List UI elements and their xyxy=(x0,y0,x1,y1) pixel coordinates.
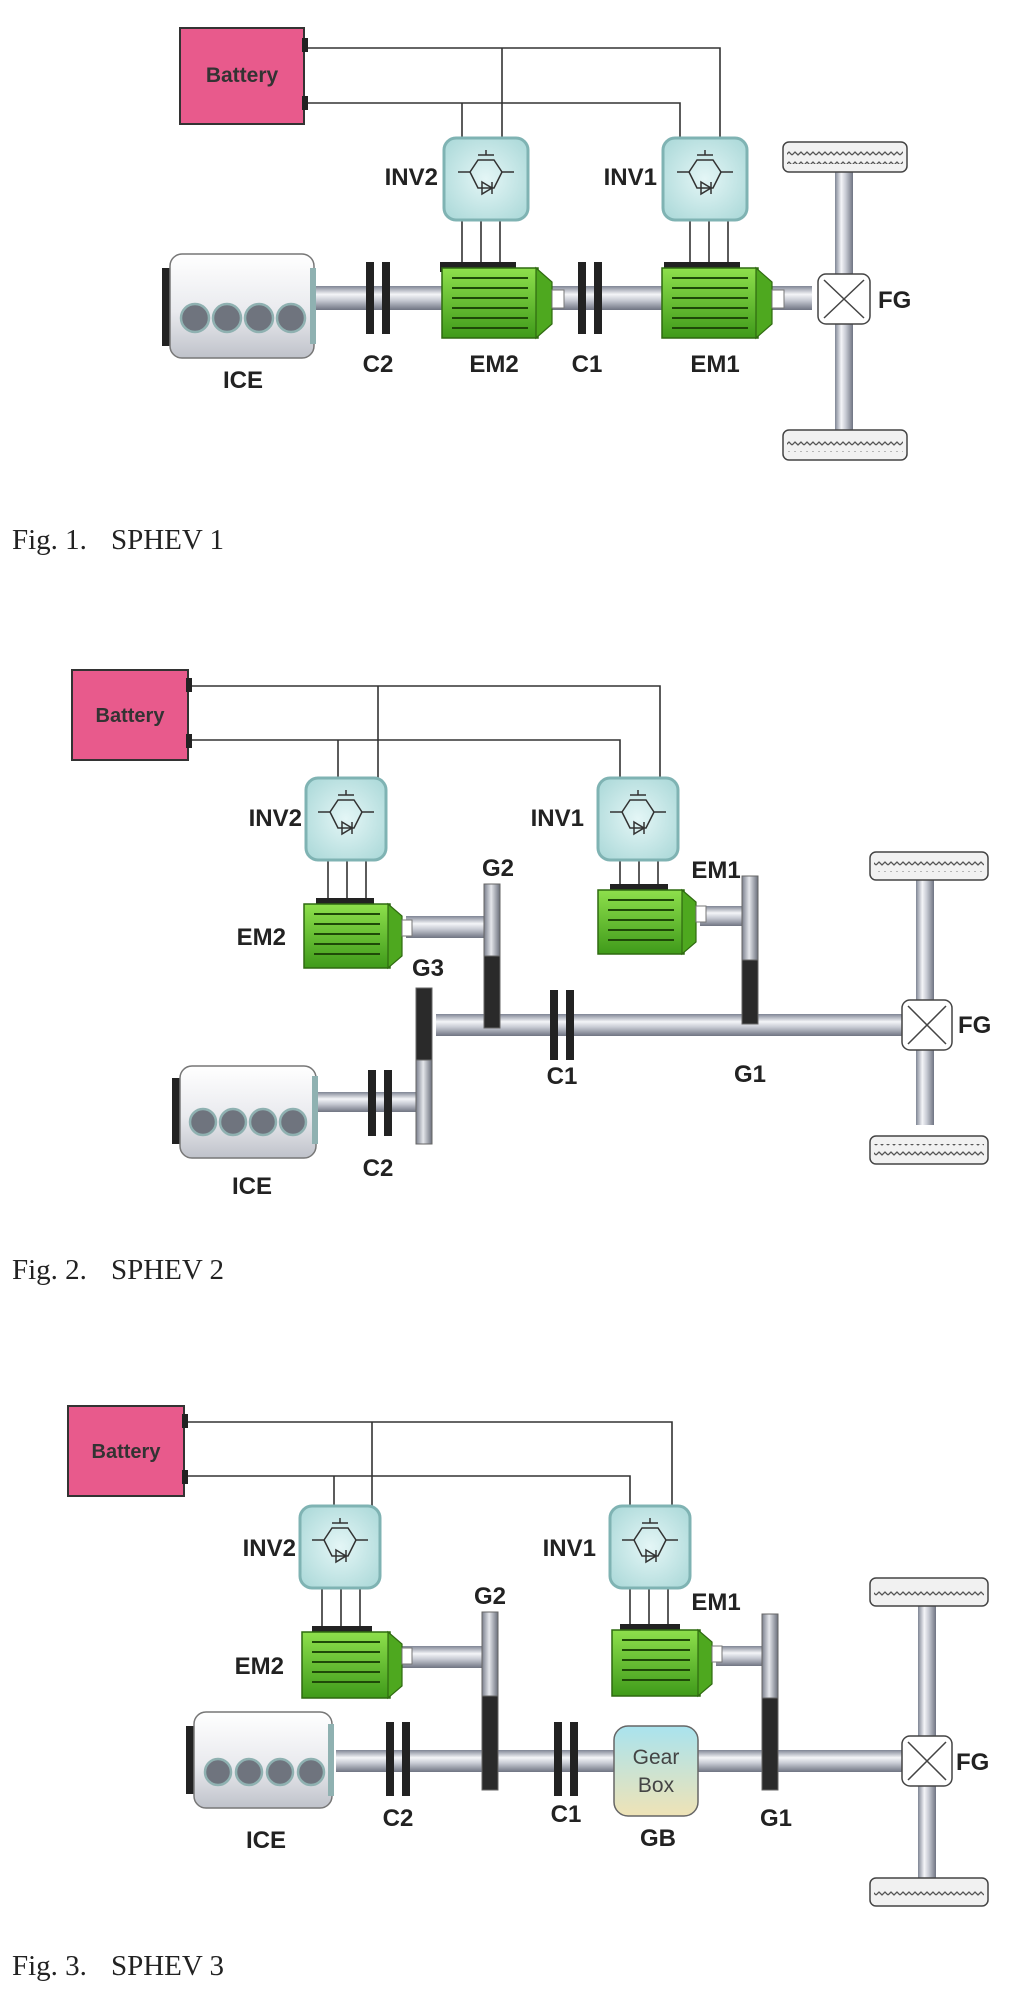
fg-label: FG xyxy=(958,1012,991,1039)
clutch-c2 xyxy=(386,1722,410,1796)
ice-label: ICE xyxy=(232,1173,272,1200)
gear-g2-upper xyxy=(483,883,501,957)
inv1-label: INV1 xyxy=(604,164,657,191)
ice-shaft xyxy=(318,1092,416,1112)
g1-label: G1 xyxy=(734,1061,766,1088)
em2-shaft xyxy=(406,916,488,938)
ice-label: ICE xyxy=(246,1827,286,1854)
final-gear xyxy=(817,273,871,325)
engine-ice xyxy=(186,1711,334,1809)
battery-label: Battery xyxy=(92,1441,162,1463)
figure-1-diagram: Battery INV2 INV1 xyxy=(162,27,911,461)
inverter-inv2 xyxy=(304,776,388,862)
battery: Battery xyxy=(71,669,192,761)
clutch-c2 xyxy=(368,1070,392,1136)
gear-g1-lower xyxy=(761,1697,779,1791)
ice-label: ICE xyxy=(223,367,263,394)
figure-3: Battery INV2 INV1 xyxy=(0,1390,1018,1930)
wiring xyxy=(304,47,729,262)
em1-shaft xyxy=(716,1646,768,1666)
em1-label: EM1 xyxy=(691,1589,740,1616)
motor-em1 xyxy=(597,884,707,956)
gear-g1-upper xyxy=(741,875,759,961)
figure-3-caption-title: SPHEV 3 xyxy=(110,1950,225,1982)
motor-em2 xyxy=(301,1626,413,1700)
gear-g1-upper xyxy=(761,1613,779,1699)
main-shaft xyxy=(436,1014,906,1036)
final-gear xyxy=(901,1735,953,1787)
motor-em2 xyxy=(303,898,413,970)
inv2-label: INV2 xyxy=(385,164,438,191)
engine-ice xyxy=(162,253,316,359)
c2-label: C2 xyxy=(363,1155,394,1182)
wiring xyxy=(186,685,661,900)
inv1-label: INV1 xyxy=(531,805,584,832)
final-gear xyxy=(901,999,953,1051)
g3-label: G3 xyxy=(412,955,444,982)
inverter-inv2 xyxy=(298,1504,382,1590)
figure-2-caption: Fig. 2. SPHEV 2 xyxy=(12,1254,248,1287)
em2-shaft xyxy=(402,1646,486,1668)
em2-label: EM2 xyxy=(235,1653,284,1680)
battery-label: Battery xyxy=(206,64,279,87)
gear-g2-lower xyxy=(483,955,501,1029)
motor-em1 xyxy=(611,1624,723,1698)
battery-label: Battery xyxy=(96,705,166,727)
figure-2-diagram: Battery INV2 INV1 xyxy=(71,669,991,1200)
em1-shaft xyxy=(700,906,746,926)
wiring xyxy=(184,1421,673,1628)
gear-g1-lower xyxy=(741,959,759,1025)
clutch-c1 xyxy=(550,990,574,1060)
inverter-inv1 xyxy=(596,776,680,862)
em1-label: EM1 xyxy=(690,351,739,378)
figure-1: Battery INV2 INV1 xyxy=(0,0,1018,470)
figure-1-caption-title: SPHEV 1 xyxy=(110,524,225,556)
battery: Battery xyxy=(67,1405,188,1497)
gearbox-text-line1: Gear xyxy=(633,1746,680,1769)
g2-label: G2 xyxy=(482,855,514,882)
gear-g3-lower xyxy=(415,1059,433,1145)
gb-label: GB xyxy=(640,1825,676,1852)
figure-2-caption-title: SPHEV 2 xyxy=(110,1254,225,1286)
figure-3-diagram: Battery INV2 INV1 xyxy=(67,1405,989,1907)
em2-label: EM2 xyxy=(237,924,286,951)
inv1-label: INV1 xyxy=(543,1535,596,1562)
clutch-c1 xyxy=(578,262,602,334)
figure-3-caption-num: Fig. 3. xyxy=(12,1950,87,1982)
figure-2-caption-num: Fig. 2. xyxy=(12,1254,87,1286)
fg-label: FG xyxy=(956,1749,989,1776)
figure-2: Battery INV2 INV1 xyxy=(0,650,1018,1220)
c1-label: C1 xyxy=(551,1801,582,1828)
inv2-label: INV2 xyxy=(249,805,302,832)
clutch-c2 xyxy=(366,262,390,334)
inv2-label: INV2 xyxy=(243,1535,296,1562)
figure-3-caption: Fig. 3. SPHEV 3 xyxy=(12,1950,248,1983)
inverter-inv1 xyxy=(608,1504,692,1590)
gear-g2-upper xyxy=(481,1611,499,1697)
engine-ice xyxy=(172,1065,318,1159)
fg-label: FG xyxy=(878,287,911,314)
battery: Battery xyxy=(179,27,308,125)
clutch-c1 xyxy=(554,1722,578,1796)
gear-g3-upper xyxy=(415,987,433,1061)
gearbox-text-line2: Box xyxy=(638,1774,675,1797)
gear-g2-lower xyxy=(481,1695,499,1791)
inverter-inv1 xyxy=(661,136,749,222)
figure-1-caption: Fig. 1. SPHEV 1 xyxy=(12,524,248,557)
c2-label: C2 xyxy=(363,351,394,378)
g1-label: G1 xyxy=(760,1805,792,1832)
figure-1-caption-num: Fig. 1. xyxy=(12,524,87,556)
motor-em2 xyxy=(440,262,565,340)
em1-label: EM1 xyxy=(691,857,740,884)
g2-label: G2 xyxy=(474,1583,506,1610)
gearbox: Gear Box xyxy=(613,1725,699,1817)
c1-label: C1 xyxy=(547,1063,578,1090)
motor-em1 xyxy=(661,262,785,340)
c1-label: C1 xyxy=(572,351,603,378)
em2-label: EM2 xyxy=(469,351,518,378)
c2-label: C2 xyxy=(383,1805,414,1832)
inverter-inv2 xyxy=(442,136,530,222)
